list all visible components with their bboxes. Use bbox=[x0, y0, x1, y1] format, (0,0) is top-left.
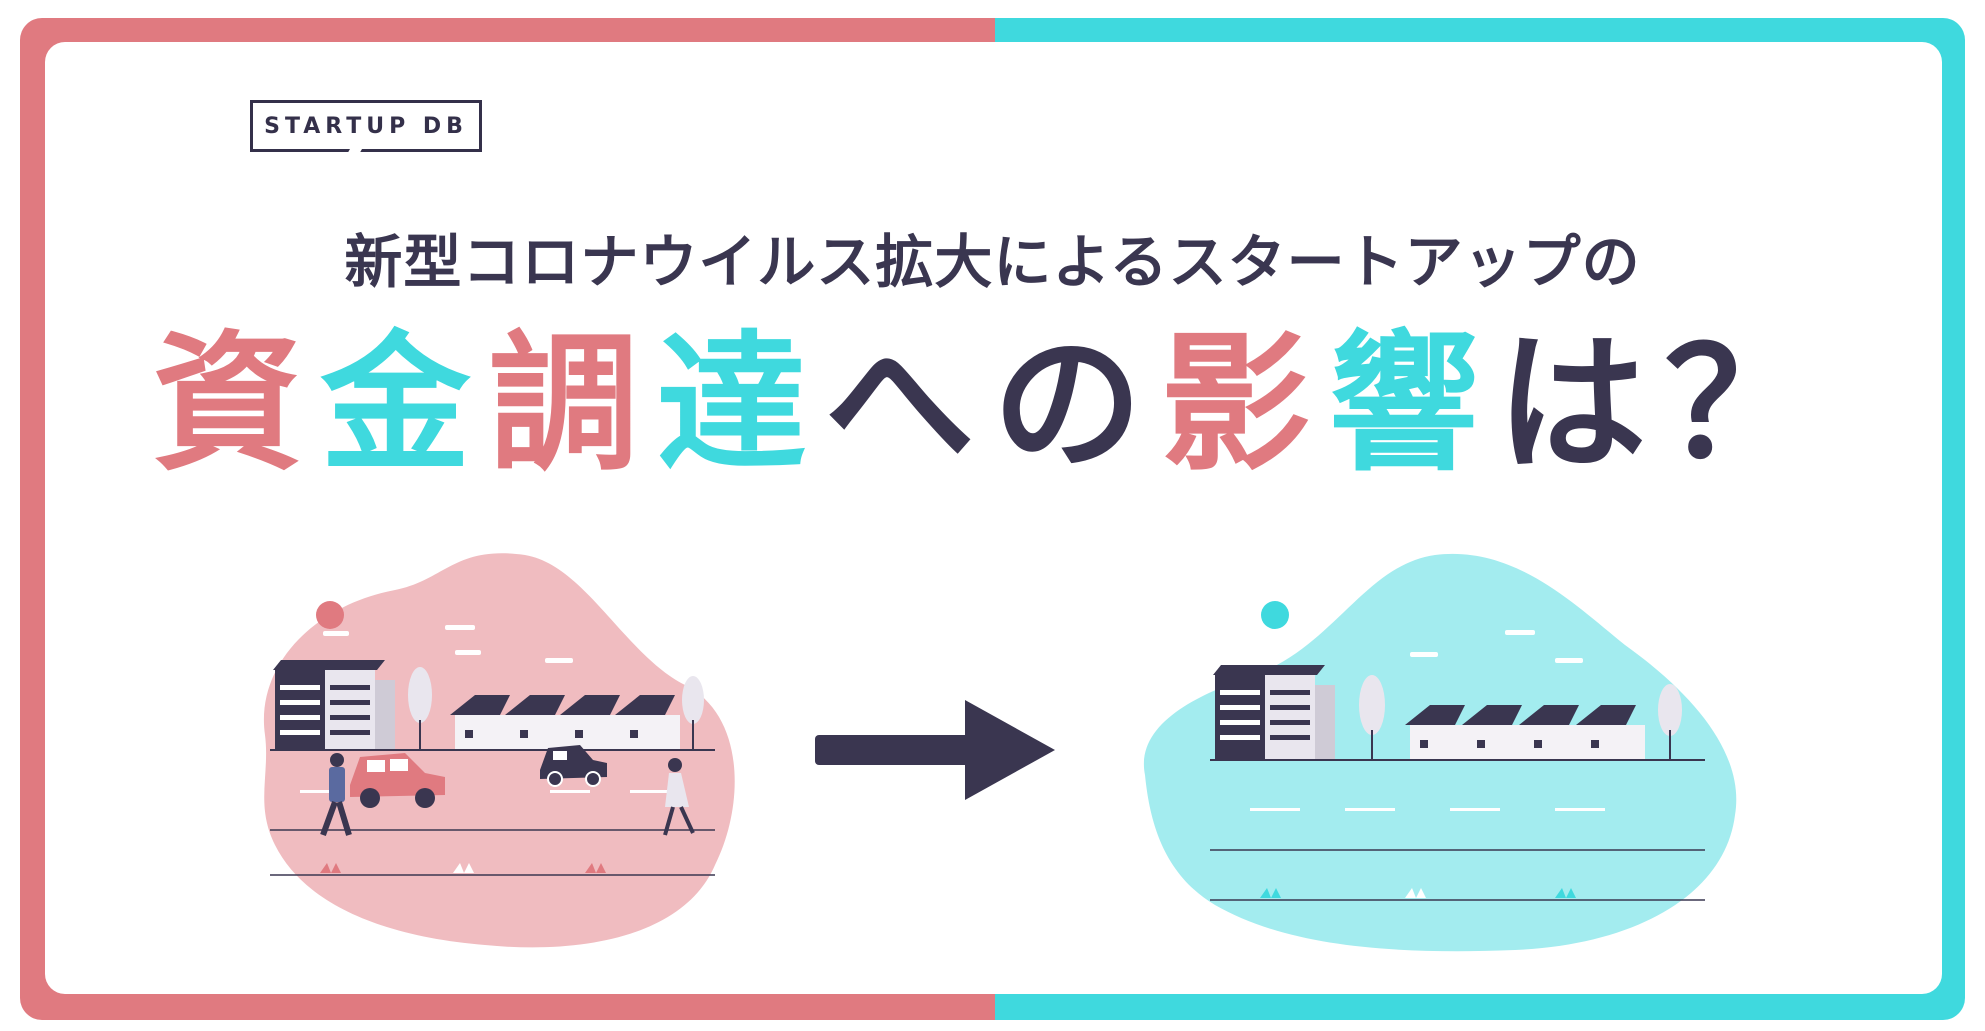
cloud-icon bbox=[323, 631, 349, 636]
apartment-building bbox=[1213, 665, 1335, 760]
cloud-icon bbox=[1410, 652, 1438, 657]
headline-part: は？ bbox=[1496, 318, 1833, 492]
sun-icon bbox=[316, 601, 344, 629]
startup-db-logo: STARTUP DB bbox=[250, 100, 482, 152]
cloud-icon bbox=[445, 625, 475, 630]
headline-part: 金 bbox=[320, 318, 489, 492]
tree-icon bbox=[1359, 675, 1385, 760]
headline-part: への bbox=[824, 318, 1161, 492]
tree-icon bbox=[408, 667, 432, 750]
cloud-icon bbox=[545, 658, 573, 663]
subtitle: 新型コロナウイルス拡大によるスタートアップの bbox=[344, 228, 1641, 296]
cloud-icon bbox=[1555, 658, 1583, 663]
grass-icon bbox=[585, 863, 606, 873]
headline-part: 達 bbox=[656, 318, 825, 492]
headline-part: 資 bbox=[152, 318, 321, 492]
dark-car-icon bbox=[540, 745, 607, 787]
walking-man-icon bbox=[320, 753, 352, 837]
sun-icon bbox=[1261, 601, 1289, 629]
grass-icon bbox=[1555, 888, 1576, 898]
headline: 資金調達への影響は？ bbox=[0, 330, 1985, 480]
right-arrow-icon bbox=[815, 700, 1055, 800]
headline-part: 響 bbox=[1328, 318, 1497, 492]
tree-icon bbox=[1658, 684, 1682, 760]
apartment-building bbox=[273, 660, 395, 750]
red-car-icon bbox=[350, 753, 445, 808]
busy-street-illustration bbox=[263, 553, 735, 948]
headline-part: 影 bbox=[1160, 318, 1329, 492]
grass-icon bbox=[1405, 888, 1426, 898]
grass-icon bbox=[1260, 888, 1281, 898]
headline-part: 調 bbox=[488, 318, 657, 492]
row-houses bbox=[1405, 705, 1645, 760]
cloud-icon bbox=[1268, 631, 1294, 636]
grass-icon bbox=[320, 863, 341, 873]
row-houses bbox=[450, 695, 680, 750]
walking-woman-icon bbox=[663, 758, 695, 836]
grass-icon bbox=[453, 863, 474, 873]
cloud-icon bbox=[1505, 630, 1535, 635]
cloud-icon bbox=[455, 650, 481, 655]
tree-icon bbox=[682, 676, 704, 750]
empty-street-illustration bbox=[1143, 553, 1737, 952]
